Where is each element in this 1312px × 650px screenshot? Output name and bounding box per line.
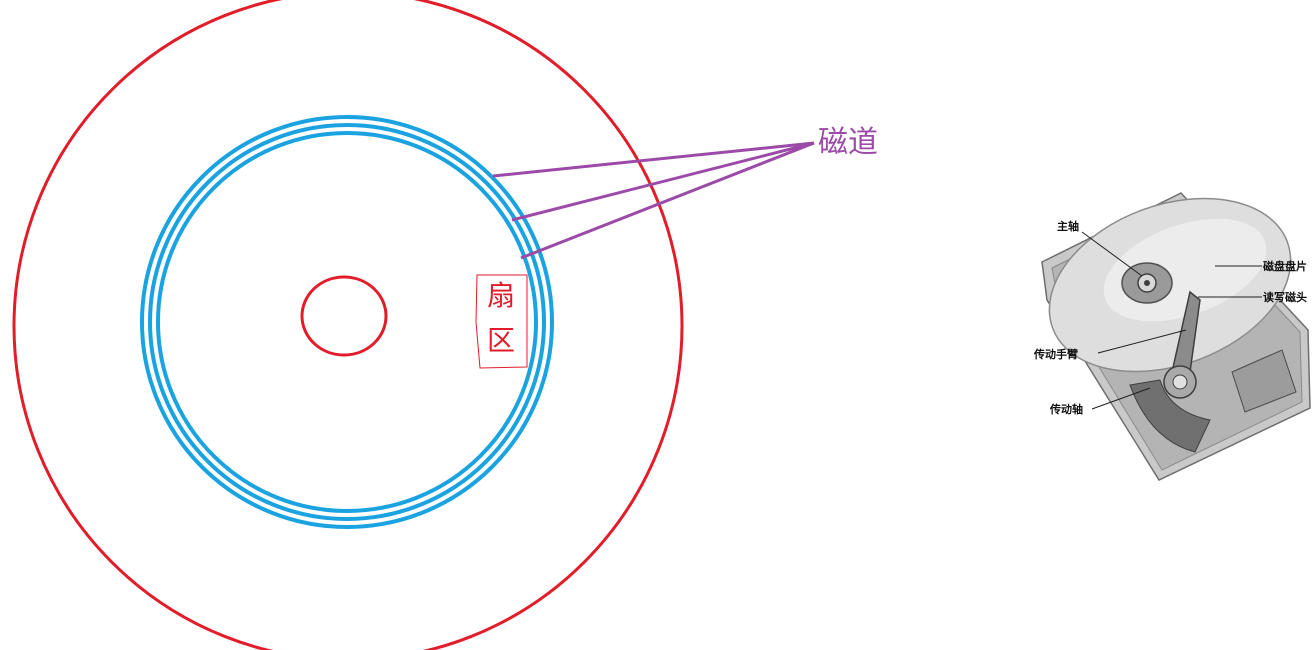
track-pointer-line-1	[492, 141, 815, 178]
label-actuator-arm: 传动手臂	[1033, 347, 1078, 361]
leader-spindle	[1081, 231, 1143, 277]
sector-label-char-1: 扇	[487, 279, 515, 312]
label-platter: 磁盘盘片	[1263, 259, 1307, 273]
track-ring-inner	[156, 131, 538, 513]
label-actuator-axis: 传动轴	[1049, 402, 1083, 416]
leader-arm	[1097, 329, 1187, 354]
track-ring-outer	[140, 115, 554, 529]
center-spindle-hole	[300, 275, 388, 357]
track-label: 磁道	[818, 125, 878, 160]
hdd-photo: 主轴 磁盘盘片 读写磁头 传动手臂 传动轴	[1033, 192, 1311, 481]
sector-box-outline	[475, 274, 528, 369]
track-pointer-line-3	[520, 141, 815, 260]
disk-diagram: 磁道 扇 区	[12, 0, 878, 650]
hdd-actuator-pivot-inner	[1172, 374, 1188, 390]
hdd-voice-coil	[1129, 379, 1211, 453]
hdd-spindle-screw	[1144, 280, 1150, 286]
outer-disk-edge	[12, 0, 684, 650]
track-ring-middle	[148, 123, 546, 521]
leader-axis	[1091, 387, 1151, 410]
track-pointer-line-2	[511, 141, 815, 222]
hdd-connector	[1231, 349, 1297, 413]
label-read-write-head: 读写磁头	[1263, 290, 1307, 304]
sector-label-box: 扇 区	[475, 274, 528, 369]
sector-label-char-2: 区	[487, 324, 515, 357]
label-spindle: 主轴	[1057, 219, 1079, 233]
